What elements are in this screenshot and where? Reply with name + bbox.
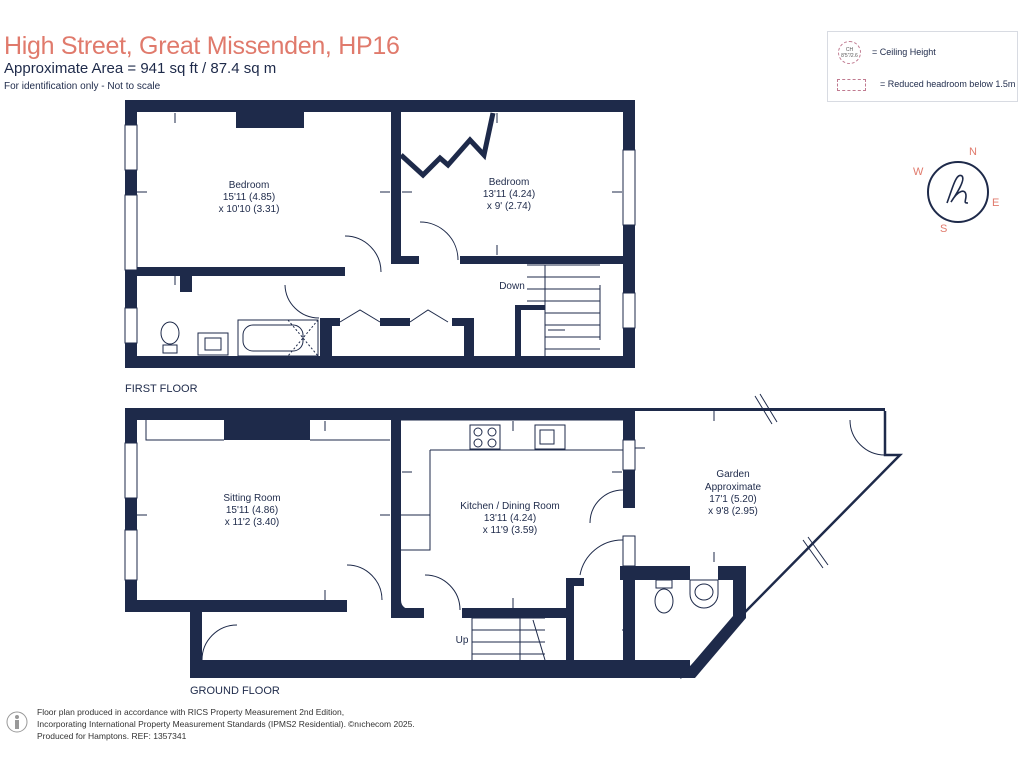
ground-floor-details (137, 393, 903, 679)
footer: Floor plan produced in accordance with R… (37, 706, 415, 742)
garden-name: Garden (716, 469, 749, 480)
garden-dim2: x 9'8 (2.95) (708, 506, 758, 517)
reduced-headroom-label: = Reduced headroom below 1.5m (880, 79, 1016, 89)
approximate-area: Approximate Area = 941 sq ft / 87.4 sq m (4, 60, 277, 77)
bedroom2-name: Bedroom (489, 177, 530, 188)
ground-floor-plan (124, 408, 885, 678)
sitting-room-name: Sitting Room (223, 493, 280, 504)
identification-note: For identification only - Not to scale (4, 81, 161, 92)
stairs-down-label: Down (499, 281, 525, 292)
footer-line3: Produced for Hamptons. REF: 1357341 (37, 731, 187, 741)
person-icon (6, 711, 28, 733)
kitchen-dim1: 13'11 (4.24) (484, 513, 536, 524)
toilet-icon (160, 321, 180, 354)
garden-name2: Approximate (705, 482, 762, 493)
ceiling-height-label: = Ceiling Height (872, 47, 936, 57)
toilet-icon (654, 579, 674, 614)
bath-icon (237, 319, 319, 357)
compass-logo-icon: N E S W (913, 146, 999, 235)
compass-s: S (940, 223, 947, 235)
sink-icon (197, 332, 229, 356)
compass-n: N (969, 146, 977, 158)
garden-dim1: 17'1 (5.20) (709, 494, 757, 505)
first-floor-details (137, 112, 622, 356)
bedroom1-name: Bedroom (229, 180, 270, 191)
footer-brand: ©nıchecom 2025. (348, 719, 415, 729)
first-floor-plan (124, 100, 636, 368)
page-title: High Street, Great Missenden, HP16 (4, 32, 400, 60)
reduced-headroom-symbol (837, 79, 866, 91)
footer-line2: Incorporating International Property Mea… (37, 719, 346, 729)
first-floor-label: FIRST FLOOR (125, 383, 198, 395)
ground-floor-label: GROUND FLOOR (190, 685, 280, 697)
bedroom2-dim2: x 9' (2.74) (487, 201, 531, 212)
bedroom2-dim1: 13'11 (4.24) (483, 189, 535, 200)
compass-w: W (913, 166, 924, 178)
sink-icon (689, 579, 719, 609)
compass-e: E (992, 197, 999, 209)
footer-line1: Floor plan produced in accordance with R… (37, 707, 345, 717)
kitchen-sink-icon (534, 424, 566, 450)
stairs-up-label: Up (456, 635, 469, 646)
kitchen-dim2: x 11'9 (3.59) (483, 525, 538, 536)
sitting-room-dim2: x 11'2 (3.40) (225, 517, 280, 528)
bedroom1-dim1: 15'11 (4.85) (223, 192, 275, 203)
hob-icon (469, 424, 501, 450)
bedroom1-dim2: x 10'10 (3.31) (219, 204, 280, 215)
kitchen-name: Kitchen / Dining Room (460, 501, 560, 512)
sitting-room-dim1: 15'11 (4.86) (226, 505, 278, 516)
